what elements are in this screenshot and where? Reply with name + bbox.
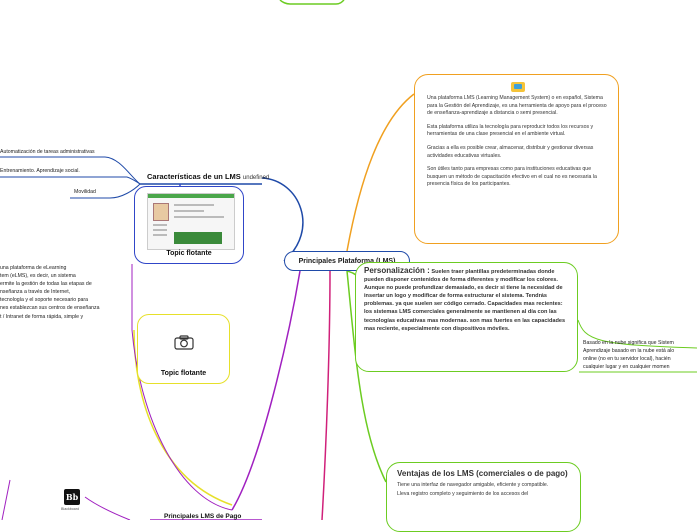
caracteristicas-suffix: undefined <box>242 175 270 181</box>
topic-flotante-1-label: Topic flotante <box>166 250 212 257</box>
caracteristicas-title: Características de un LMS <box>147 172 241 181</box>
personalizacion-body: Suelen traer plantillas predeterminadas … <box>364 269 566 332</box>
personalizacion-text: Personalización : Suelen traer plantilla… <box>364 266 569 333</box>
cloud-line: cualquier lugar y en cualquier momen <box>583 364 670 371</box>
link-top-green <box>279 0 345 5</box>
personalizacion-title: Personalización : <box>364 266 430 275</box>
ventajas-box[interactable]: Ventajas de los LMS (comerciales o de pa… <box>386 462 581 532</box>
link-caract-item-3 <box>109 183 141 199</box>
definition-paragraph-2: Esta plataforma utiliza la tecnología pa… <box>427 123 594 138</box>
lms-pago-topic[interactable]: Principales LMS de Pago <box>164 513 242 520</box>
connector-lines <box>0 0 697 520</box>
link-caract-item-2 <box>126 176 141 185</box>
ventajas-title-wrap: Ventajas de los LMS (comerciales o de pa… <box>397 469 570 490</box>
elms-line: ermite la gestión de todas las etapas de <box>0 281 92 288</box>
definition-paragraph-4: Son útiles tanto para empresas como para… <box>427 166 597 188</box>
elms-description[interactable]: una plataforma de eLearning tem (eLMS), … <box>0 264 130 321</box>
caract-item-2[interactable]: Entrenamiento. Aprendizaje social. <box>0 168 80 174</box>
definition-paragraph-1: Una plataforma LMS (Learning Management … <box>427 95 607 117</box>
definition-box[interactable]: Una plataforma LMS (Learning Management … <box>414 74 619 244</box>
cloud-line: Aprendizaje basado en la nube está alo <box>583 348 675 355</box>
definition-paragraph-3: Gracias a ella es posible crear, almacen… <box>427 144 594 159</box>
blackboard-caption: Blackboard <box>61 507 79 511</box>
link-magenta <box>321 270 331 520</box>
topic-flotante-2-label: Topic flotante <box>160 370 207 377</box>
link-left-bottom <box>1 479 11 520</box>
cloud-description[interactable]: Basado en la nube significa que Sistem A… <box>583 339 697 371</box>
link-right-para <box>577 319 697 349</box>
ventajas-title: Ventajas de los LMS (comerciales o de pa… <box>397 469 568 478</box>
central-topic-label: Principales Plataforma (LMS) <box>298 257 396 265</box>
elms-line: tecnología y el soporte necesario para <box>0 297 88 304</box>
link-lms-pago <box>231 270 301 511</box>
elms-line: nes establezcan sus centros de enseñanza <box>0 305 100 312</box>
blackboard-logo: Bb <box>64 489 80 505</box>
ventajas-subtitle: Tiene una interfaz de navegador amigable… <box>397 482 549 488</box>
lms-screenshot-image <box>147 193 235 250</box>
caract-item-3[interactable]: Movilidad <box>74 189 96 195</box>
elms-line: tem (eLMS), es decir, un sistema <box>0 273 76 280</box>
ventajas-body: Lleva registro completo y seguimiento de… <box>397 491 529 497</box>
lms-icon <box>511 82 525 92</box>
elms-line: t / Intranet de forma rápida, simple y <box>0 313 84 320</box>
link-ventajas <box>346 270 387 483</box>
caracteristicas-topic[interactable]: Características de un LMS undefined <box>147 172 269 181</box>
link-bb <box>84 496 131 520</box>
topic-flotante-1[interactable]: Topic flotante <box>134 186 244 264</box>
cloud-line: online (no en tu servidor local), hacién <box>583 356 671 363</box>
topic-flotante-2[interactable]: Topic flotante <box>137 314 230 384</box>
camera-icon <box>174 335 194 350</box>
link-definition <box>346 93 415 252</box>
elms-line: una plataforma de eLearning <box>0 265 67 271</box>
link-left-para <box>131 264 233 511</box>
cloud-line: Basado en la nube significa que Sistem <box>583 340 674 346</box>
elms-line: nseñanza a través de Internet, <box>0 289 71 296</box>
caract-item-1[interactable]: Automatización de tareas administrativas <box>0 149 95 155</box>
link-caracteristicas <box>261 177 304 262</box>
definition-text: Una plataforma LMS (Learning Management … <box>427 95 608 189</box>
link-caract-item-1 <box>104 156 141 185</box>
personalizacion-box[interactable]: Personalización : Suelen traer plantilla… <box>355 262 578 372</box>
